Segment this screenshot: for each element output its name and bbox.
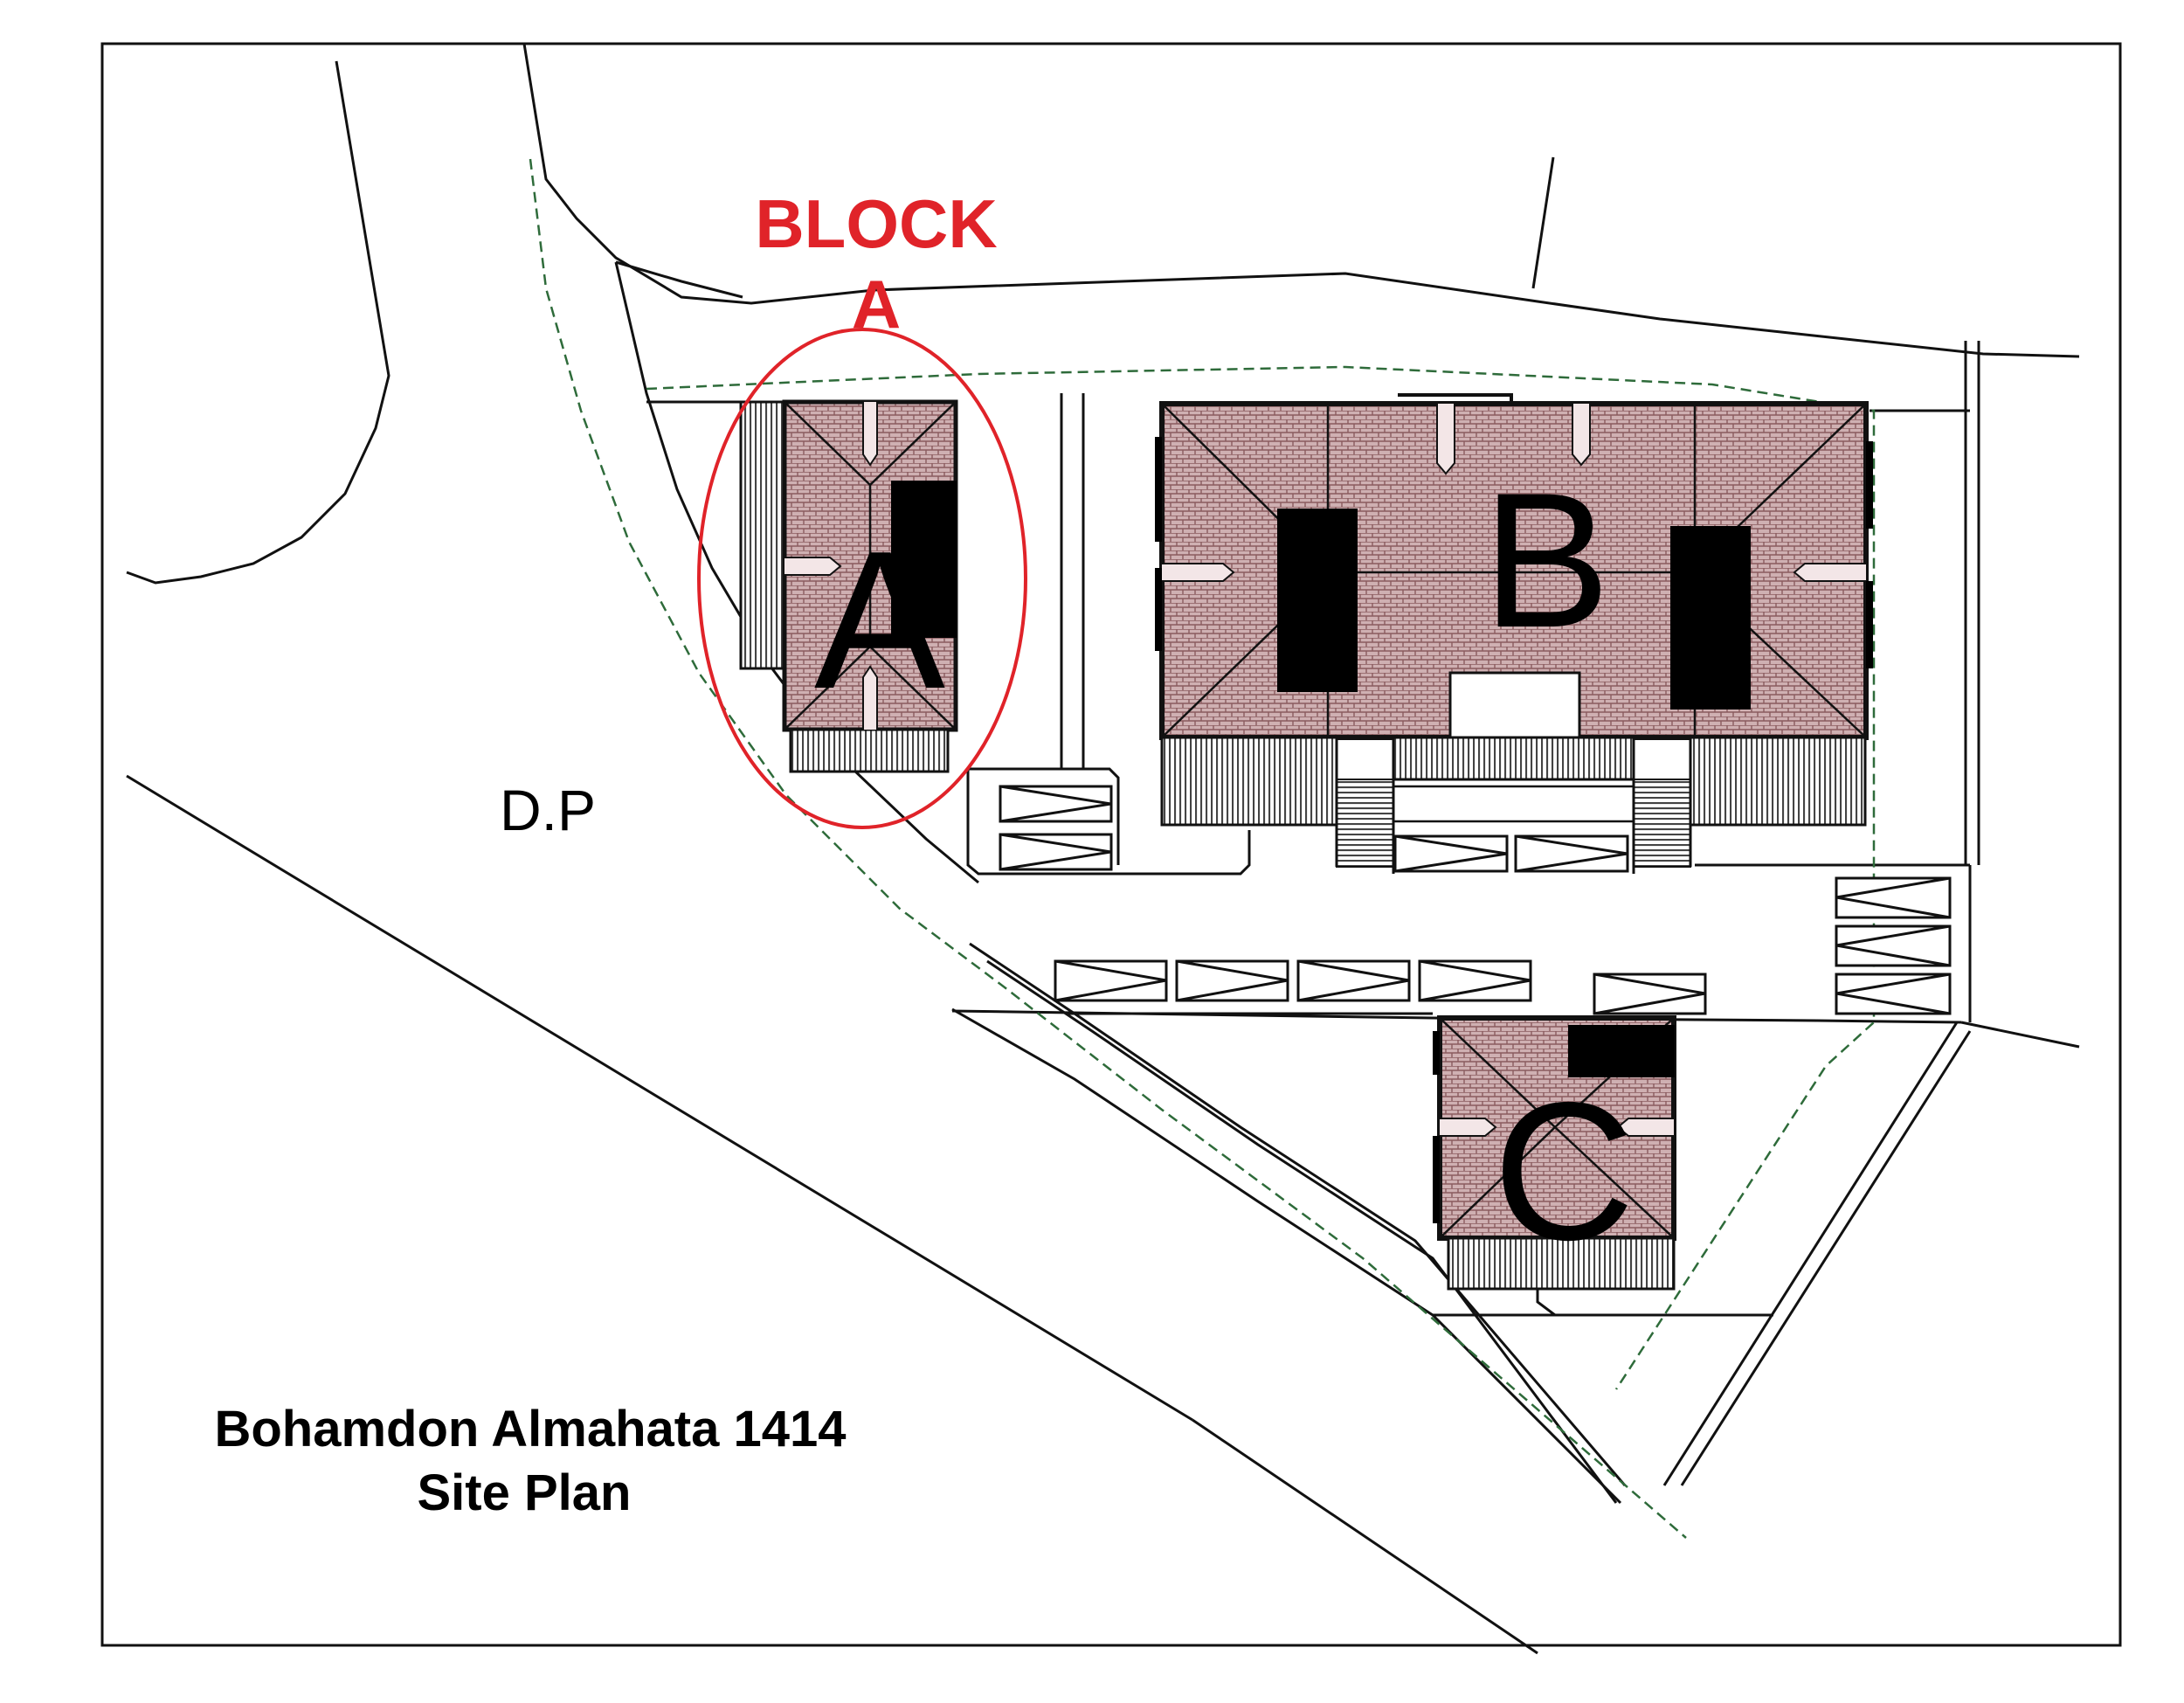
building-c-label: C xyxy=(1493,1061,1635,1281)
building-a xyxy=(739,399,958,773)
building-a-label: A xyxy=(814,509,945,730)
caption-line1: Bohamdon Almahata 1414 xyxy=(214,1401,846,1457)
parking-row-d xyxy=(1835,876,1952,1015)
caption-line2: Site Plan xyxy=(418,1464,632,1521)
parking-row-a xyxy=(999,785,1113,871)
plot-boundary-north xyxy=(646,365,1876,1390)
context-lines xyxy=(126,43,2080,1655)
plot-boundary xyxy=(529,158,1687,1539)
block-title-line1: BLOCK xyxy=(755,185,997,262)
road-edges xyxy=(614,260,1980,1505)
block-a-highlight-ellipse xyxy=(697,328,1027,829)
parking-bays xyxy=(999,785,1952,1015)
block-title-line2: A xyxy=(852,266,901,343)
building-b-label: B xyxy=(1482,453,1611,668)
building-b xyxy=(1155,393,1873,874)
dp-label: D.P xyxy=(500,778,596,842)
parking-row-b xyxy=(1393,834,1629,873)
parking-row-c xyxy=(1054,959,1707,1015)
building-c xyxy=(1433,1015,1676,1291)
drawing-frame xyxy=(100,42,2122,1647)
